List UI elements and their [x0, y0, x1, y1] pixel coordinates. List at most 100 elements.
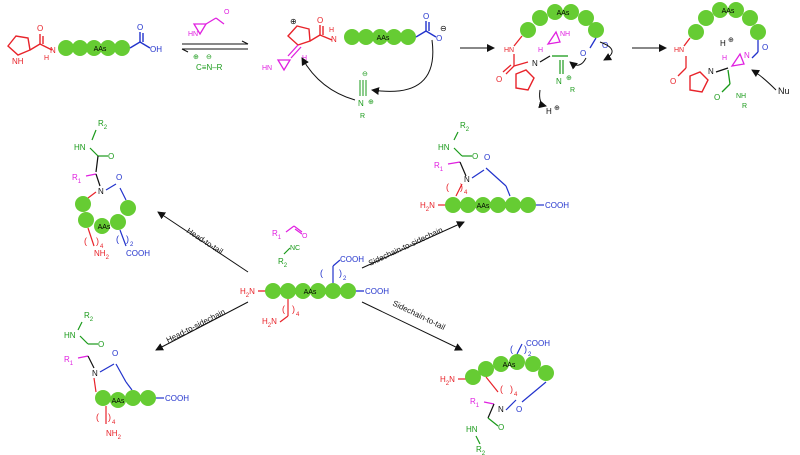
n-label: N: [498, 405, 504, 414]
top-row: NH O H N AAs O OH HN: [7, 2, 790, 120]
o-label: O: [317, 16, 323, 25]
o-label: O: [516, 405, 522, 414]
paren: ): [108, 412, 111, 422]
r2-label: R2: [460, 121, 470, 133]
r2-label: R2: [98, 119, 108, 131]
subscript-4: 4: [464, 190, 468, 196]
n-label: N: [744, 51, 750, 60]
o-label: O: [116, 173, 122, 182]
paren: (: [116, 234, 119, 244]
r2-label: R2: [84, 311, 94, 323]
o-label: O: [762, 43, 768, 52]
n-label: N: [708, 67, 714, 76]
r1-label: R1: [64, 355, 74, 367]
paren: ): [460, 182, 463, 192]
r1-label: R1: [272, 229, 282, 241]
peptide-chain-1: AAs: [58, 40, 130, 56]
minus-charge: ⊖: [206, 54, 212, 61]
o-label: O: [498, 423, 504, 432]
o-label: O: [302, 233, 308, 240]
aziridine-aldehyde-reagent: HN O: [188, 9, 230, 38]
o-label: O: [98, 340, 104, 349]
label-head-to-tail: Head-to-tail: [185, 226, 225, 256]
aas-label: AAs: [98, 224, 111, 231]
o-label: O: [670, 77, 676, 86]
paren: (: [510, 344, 513, 354]
n-label: N: [98, 187, 104, 196]
peptide-chain-2: AAs: [344, 29, 416, 45]
o-label: O: [37, 24, 43, 33]
n-label: N: [532, 59, 538, 68]
n-label: N: [331, 35, 337, 44]
h-label: H: [44, 55, 49, 62]
macrocycle-nu-addition: AAs HN O N N H O NH R O H ⊕ Nu: [670, 2, 790, 110]
nc-label: NC: [290, 245, 300, 252]
hn-label: HN: [438, 143, 450, 152]
nh-label: NH: [12, 57, 24, 66]
plus-charge: ⊕: [193, 54, 199, 61]
paren: (: [446, 182, 449, 192]
cyclization-arrows: Head-to-tail Sidechain-to-sidechain Head…: [155, 211, 465, 351]
aas-label: AAs: [94, 46, 107, 53]
cooh-label: COOH: [365, 287, 389, 296]
h-label: H: [722, 55, 727, 62]
iminium-carboxylate-intermediate: ⊕ HN H O H N AAs O: [262, 12, 447, 120]
hn-label: HN: [64, 331, 76, 340]
plus-charge: ⊕: [554, 105, 560, 112]
head-to-tail-product: R2 HN O R1 N O AAs ( ) 4 NH2 ( ) 2 COOH: [72, 119, 150, 261]
h2n-label: H2N: [420, 201, 435, 213]
o-label: O: [714, 93, 720, 102]
cooh-label: COOH: [526, 339, 550, 348]
aas-label: AAs: [722, 8, 735, 15]
aas-label: AAs: [112, 398, 125, 405]
h-label: H: [538, 47, 543, 54]
aas-label: AAs: [503, 362, 516, 369]
n-label: N: [358, 99, 364, 108]
subscript-4: 4: [296, 312, 300, 318]
hn-label: HN: [674, 47, 684, 54]
paren: (: [500, 384, 503, 394]
h2n-label: H2N: [262, 317, 277, 329]
label-sidechain-to-tail: Sidechain-to-tail: [391, 299, 447, 332]
cooh-label: COOH: [340, 255, 364, 264]
nitrilium-macrocycle-intermediate: AAs HN O N NH H N ⊕ R O O H: [496, 4, 613, 116]
aas-label: AAs: [304, 289, 317, 296]
nh-label: NH: [736, 93, 746, 100]
o-label: O: [108, 152, 114, 161]
cooh-label: COOH: [165, 394, 189, 403]
equilibrium-arrows: [181, 40, 249, 53]
o-label: O: [137, 23, 143, 32]
o-label: O: [602, 41, 608, 50]
plus-charge: ⊕: [368, 99, 374, 106]
subscript-2: 2: [343, 276, 347, 282]
n-label: N: [50, 46, 56, 55]
o-label: O: [496, 75, 502, 84]
o-label: O: [112, 349, 118, 358]
o-label: O: [580, 49, 586, 58]
r1-label: R1: [72, 173, 82, 185]
subscript-2: 2: [130, 242, 134, 248]
hn-label: HN: [188, 31, 198, 38]
r1-label: R1: [470, 397, 480, 409]
head-to-sidechain-product: R2 HN O R1 N O AAs COOH ( ) 4 NH2: [64, 311, 189, 441]
n-label: N: [92, 369, 98, 378]
peptide-ring-4: AAs: [688, 2, 766, 40]
subscript-4: 4: [514, 392, 518, 398]
r2-label: R2: [476, 445, 486, 455]
hn-label: HN: [262, 65, 272, 72]
o-label: O: [224, 9, 230, 16]
plus-charge: ⊕: [728, 37, 734, 44]
r2-label: R2: [278, 257, 288, 269]
paren: (: [84, 236, 87, 246]
linear-peptide: H2N AAs COOH COOH ( ) 2 H2N ( ) 4: [240, 255, 389, 329]
hn-label: HN: [504, 47, 514, 54]
r-label: R: [742, 103, 747, 110]
isocyanide-reagent: ⊕ ⊖ C≡N–R: [193, 54, 223, 72]
hn-label: HN: [466, 425, 478, 434]
label-head-to-sidechain: Head-to-sidechain: [165, 307, 227, 345]
o-label: O: [484, 153, 490, 162]
paren: (: [320, 268, 323, 278]
starting-peptide: NH O H N AAs O OH: [7, 23, 162, 66]
isocyanide-formula: C≡N–R: [196, 63, 223, 72]
sidechain-to-sidechain-product: R2 HN O R1 N O ( ) 4 H2N AAs COOH: [420, 121, 569, 213]
